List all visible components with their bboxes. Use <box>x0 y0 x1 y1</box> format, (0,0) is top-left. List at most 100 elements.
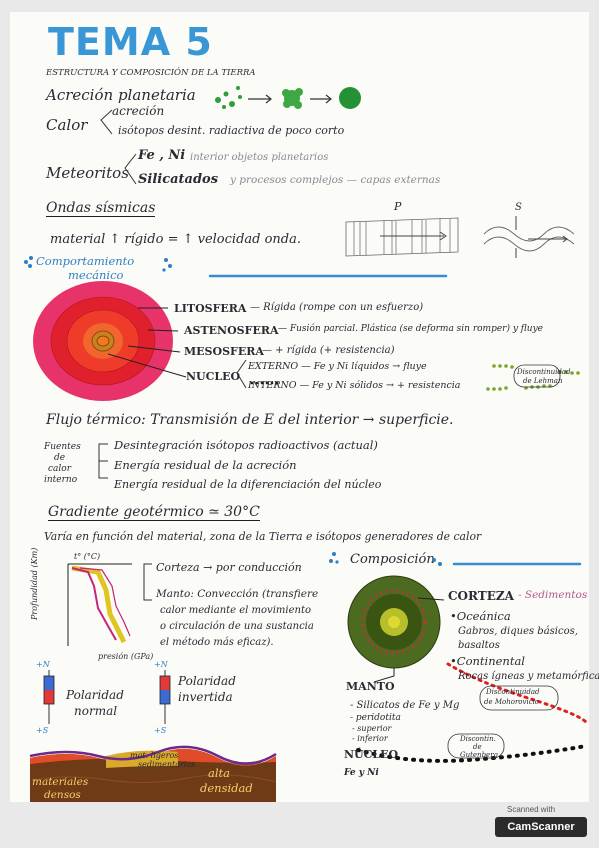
disc-guten-line2: de <box>473 743 482 751</box>
polaridad-invertida-2: invertida <box>178 690 233 704</box>
composicion-title: Composición <box>350 552 435 567</box>
graph-temp-label: t° (°C) <box>74 552 101 561</box>
disc-moho-line2: de Mohorovicic <box>484 698 539 706</box>
polarity-s-normal: +S <box>36 726 49 735</box>
gradiente-corteza: Corteza → por conducción <box>156 561 302 574</box>
lehman-dots <box>250 364 580 391</box>
p-wave-sketch <box>345 217 459 257</box>
comp-manto-item-4: - inferior <box>352 734 388 743</box>
polarity-s-invertida: +S <box>154 726 167 735</box>
layer-pointer-lines <box>107 307 187 378</box>
earth-layers-diagram <box>33 281 173 401</box>
fuentes-line1: Fuentes <box>44 442 81 452</box>
disc-lehman-line2: de Lehman <box>523 377 563 385</box>
comp-continental-note: Rocas ígneas y metamórficas <box>458 671 599 682</box>
meteoritos-fe-ni-note: interior objetos planetarios <box>190 152 329 163</box>
strata-alta-2: densidad <box>200 781 253 795</box>
fuentes-bracket <box>98 443 108 479</box>
meteoritos-silicatados-note: y procesos complejos — capas externas <box>230 174 441 186</box>
fuentes-item-1: Desintegración isótopos radioactivos (ac… <box>114 438 378 452</box>
strata-materiales-2: densos <box>44 789 81 801</box>
graph-depth-label: Profundidad (Km) <box>30 547 39 620</box>
fuentes-line3: calor <box>48 464 72 474</box>
comportamiento-title-2: mecánico <box>68 268 124 282</box>
calor-bracket <box>100 109 113 135</box>
scanned-with-label: Scanned with <box>507 805 556 814</box>
graph-pressure-label: presión (GPa) <box>98 652 154 661</box>
camscanner-logo: CamScanner <box>495 817 587 837</box>
comp-manto-item-2: - peridotita <box>350 713 401 723</box>
fuentes-line4: interno <box>44 475 78 485</box>
crust-strata-diagram <box>29 745 277 802</box>
disc-guten-line1: Discontin. <box>460 735 496 743</box>
calor-item-1: acreción <box>112 104 165 118</box>
comp-nucleo-note: Fe y Ni <box>344 768 379 778</box>
fuentes-item-2: Energía residual de la acreción <box>114 458 297 472</box>
nucleo-externo: EXTERNO — Fe y Ni líquidos → fluye <box>248 361 427 372</box>
gradiente-manto-1: Manto: Convección (transfiere <box>156 588 319 600</box>
calor-item-2: isótopos desint. radiactiva de poco cort… <box>118 124 345 137</box>
polaridad-normal-2: normal <box>74 704 118 718</box>
page-subtitle: ESTRUCTURA Y COMPOSICIÓN DE LA TIERRA <box>46 68 256 78</box>
gradiente-title: Gradiente geotérmico ≃ 30°C <box>48 504 260 521</box>
flujo-sentence: Flujo térmico: Transmisión de E del inte… <box>46 412 454 428</box>
discontinuity-bubbles <box>447 685 559 759</box>
ondas-title: Ondas sísmicas <box>46 200 156 217</box>
fuentes-item-3: Energía residual de la diferenciación de… <box>114 478 382 491</box>
polaridad-invertida-1: Polaridad <box>178 674 236 688</box>
layer-nucleo: NUCLEO <box>186 370 241 383</box>
comp-oceanica-note-2: basaltos <box>458 640 500 651</box>
fuentes-line2: de <box>54 453 66 463</box>
gradiente-manto-4: el método más eficaz). <box>160 637 274 648</box>
gradiente-manto-2: calor mediante el movimiento <box>160 605 311 616</box>
layer-mesosfera-note: — + rígida (+ resistencia) <box>262 345 395 356</box>
layer-litosfera-note: — Rígida (rompe con un esfuerzo) <box>250 302 424 313</box>
composicion-diagram <box>347 575 588 763</box>
acrecion-label: Acreción planetaria <box>46 86 196 104</box>
polaridad-normal-1: Polaridad <box>66 688 124 702</box>
comp-manto-item-1: - Silicatos de Fe y Mg <box>350 700 460 711</box>
s-wave-sketch <box>483 216 575 258</box>
polarity-n-normal: +N <box>36 660 50 669</box>
meteoritos-label: Meteoritos <box>46 164 129 182</box>
notebook-page: TEMA 5 ESTRUCTURA Y COMPOSICIÓN DE LA TI… <box>10 12 599 802</box>
comp-corteza-note: - Sedimentos <box>518 589 588 601</box>
strata-alta-1: alta <box>208 766 231 780</box>
disc-guten-line3: Gutenberg <box>460 751 499 759</box>
strata-mat-ligeros-2: sedimentarios <box>138 760 196 769</box>
layer-astenosfera-note: — Fusión parcial. Plástica (se deforma s… <box>278 324 544 334</box>
polarity-n-invertida: +N <box>154 660 168 669</box>
layer-astenosfera: ASTENOSFERA <box>184 324 279 337</box>
acrecion-diagram <box>215 86 361 109</box>
nucleo-interno: INTERNO — Fe y Ni sólidos → + resistenci… <box>248 380 461 391</box>
geotherm-graph <box>67 563 132 646</box>
comp-manto: MANTO <box>346 680 395 693</box>
comportamiento-title-1: Comportamiento <box>36 254 135 268</box>
comportamiento-decor <box>24 256 448 278</box>
meteoritos-silicatados: Silicatados <box>138 172 219 187</box>
gradiente-sentence: Varía en función del material, zona de l… <box>44 530 482 543</box>
wave-p-label: P <box>394 200 402 213</box>
comp-oceanica-note-1: Gabros, diques básicos, <box>458 626 578 637</box>
strata-materiales-1: materiales <box>32 776 89 788</box>
layer-mesosfera: MESOSFERA <box>184 345 264 358</box>
gradiente-manto-3: o circulación de una sustancia <box>160 621 314 632</box>
composicion-decor <box>329 552 582 566</box>
wave-s-label: S <box>515 202 522 213</box>
layer-litosfera: LITOSFERA <box>174 302 247 315</box>
calor-label: Calor <box>46 116 88 134</box>
gradiente-bracket <box>143 563 152 601</box>
comp-continental: •Continental <box>450 654 525 668</box>
comp-manto-item-3: - superior <box>352 724 392 733</box>
comp-corteza: CORTEZA <box>448 589 514 603</box>
disc-lehman-line1: Discontinuidad <box>517 368 571 376</box>
nucleo-bracket <box>236 359 247 389</box>
strata-mat-ligeros-1: mat. ligeros <box>130 751 179 760</box>
comp-oceanica: •Oceánica <box>450 609 511 623</box>
camscanner-watermark: Scanned with CamScanner <box>495 805 587 841</box>
meteoritos-fe-ni: Fe , Ni <box>138 148 186 163</box>
ondas-sentence: material ↑ rígido = ↑ velocidad onda. <box>50 232 302 247</box>
meteoritos-bracket <box>124 153 137 185</box>
disc-moho-line1: Discontinuidad <box>486 688 540 696</box>
page-title: TEMA 5 <box>48 20 213 64</box>
